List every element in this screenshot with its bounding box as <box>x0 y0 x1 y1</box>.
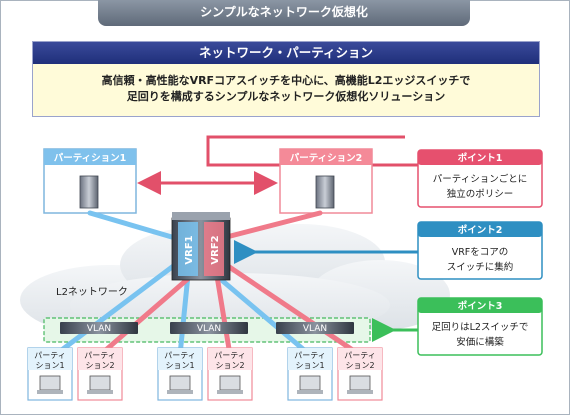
partition-1-label: パーティション1 <box>54 152 127 164</box>
laptop-icon <box>299 375 321 391</box>
point-2-title: ポイント2 <box>458 224 503 236</box>
client-p1-a-label-2: ション1 <box>35 361 64 370</box>
client-p2-a-label-1: パーティ <box>84 351 116 360</box>
laptop-icon <box>219 375 241 391</box>
vlan-switch-2: VLAN <box>170 322 248 334</box>
description-line-1: 高信頼・高性能なVRFコアスイッチを中心に、高機能L2エッジスイッチで <box>101 74 471 87</box>
title-heading: ネットワーク・パーティション <box>33 42 539 64</box>
client-p1-b-label-1: パーティ <box>164 351 196 360</box>
server-2-icon <box>315 175 335 209</box>
l2-network-label: L2ネットワーク <box>56 286 128 298</box>
vrf1-label: VRF1 <box>184 235 195 264</box>
laptop-icon <box>89 375 111 391</box>
header-tab: シンプルなネットワーク仮想化 <box>98 0 470 26</box>
client-p2-c-label-1: パーティ <box>344 351 376 360</box>
network-diagram: L2ネットワーク パーティション1 パーティション2 VLAN <box>20 135 543 401</box>
client-p1-a-label-1: パーティ <box>34 351 66 360</box>
point-3-box: ポイント3 足回りはL2スイッチで 安価に構築 <box>417 297 543 356</box>
vrf2-label: VRF2 <box>210 235 221 264</box>
vlan-switch-3: VLAN <box>276 322 354 334</box>
point-2-line-2: スイッチに集約 <box>447 261 514 273</box>
client-p1-c-label-2: ション1 <box>295 361 324 370</box>
vlan-label-1: VLAN <box>87 324 111 334</box>
point-1-line-1: パーティションごとに <box>433 173 527 185</box>
title-description: 高信頼・高性能なVRFコアスイッチを中心に、高機能L2エッジスイッチで 足回りを… <box>33 73 539 105</box>
vlan-label-2: VLAN <box>197 324 221 334</box>
client-p1-a: パーティ ション1 <box>27 347 73 401</box>
point-3-line-2: 安価に構築 <box>456 336 504 348</box>
client-p2-a-label-2: ション2 <box>85 361 114 370</box>
laptop-icon <box>169 375 191 391</box>
client-p1-c: パーティ ション1 <box>287 347 333 401</box>
vlan-switch-1: VLAN <box>60 322 138 334</box>
point-1-box: ポイント1 パーティションごとに 独立のポリシー <box>417 149 543 208</box>
laptop-icon <box>39 375 61 391</box>
client-p2-b: パーティ ション2 <box>207 347 253 401</box>
server-1-icon <box>79 175 99 209</box>
title-panel: ネットワーク・パーティション 高信頼・高性能なVRFコアスイッチを中心に、高機能… <box>32 41 540 117</box>
point-3-line-1: 足回りはL2スイッチで <box>432 322 529 333</box>
point-2-box: ポイント2 VRFをコアの スイッチに集約 <box>417 221 543 280</box>
partition-2-label: パーティション2 <box>290 152 363 164</box>
client-p1-b-label-2: ション1 <box>165 361 194 370</box>
point-2-line-1: VRFをコアの <box>452 247 509 258</box>
client-p2-b-label-2: ション2 <box>215 361 244 370</box>
client-p2-c-label-2: ション2 <box>345 361 374 370</box>
client-p2-a: パーティ ション2 <box>77 347 123 401</box>
partition-1-box: パーティション1 <box>43 148 137 214</box>
point-1-title: ポイント1 <box>458 152 503 164</box>
client-p1-c-label-1: パーティ <box>294 351 326 360</box>
laptop-icon <box>349 375 371 391</box>
client-p2-b-label-1: パーティ <box>214 351 246 360</box>
core-switch: VRF1 VRF2 <box>171 212 231 281</box>
point-3-title: ポイント3 <box>458 300 503 312</box>
partition-2-box: パーティション2 <box>279 148 373 214</box>
client-p2-c: パーティ ション2 <box>337 347 383 401</box>
description-line-2: 足回りを構成するシンプルなネットワーク仮想化ソリューション <box>126 90 446 103</box>
client-p1-b: パーティ ション1 <box>157 347 203 401</box>
vlan-label-3: VLAN <box>303 324 327 334</box>
point-1-line-2: 独立のポリシー <box>447 188 514 200</box>
